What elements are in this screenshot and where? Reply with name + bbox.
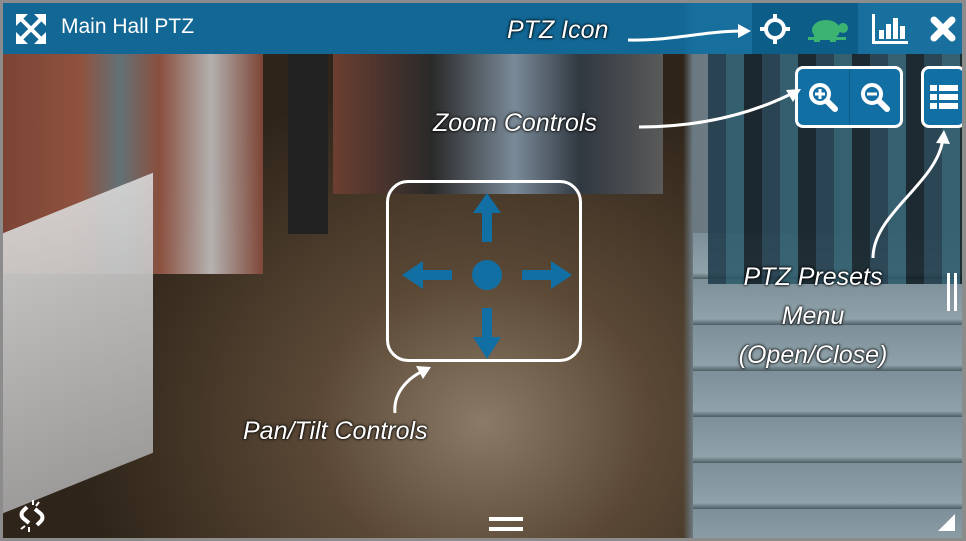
list-icon [929,85,958,109]
close-icon [930,16,955,41]
stats-button[interactable] [865,3,915,54]
expand-arrows-icon [16,13,46,44]
crosshair-icon [759,13,790,44]
resize-corner[interactable] [938,514,955,531]
presets-menu-button[interactable] [921,66,962,128]
bar-chart-icon [872,13,908,44]
zoom-controls [795,66,903,128]
pan-tilt-center [472,260,502,290]
white-wall [3,172,153,514]
window-column [288,54,328,234]
zoom-in-button[interactable] [798,69,850,125]
annotation-presets-line2: Menu [781,302,845,330]
zoom-out-icon [860,83,890,112]
pan-tilt-arrows-icon [402,193,572,359]
close-button[interactable] [925,3,960,54]
zoom-out-button[interactable] [850,69,901,125]
tilt-up-arrow [473,193,501,242]
annotation-presets-line1: PTZ Presets [743,263,883,291]
title-bar: Main Hall PTZ [3,3,962,54]
turtle-icon [807,19,848,42]
camera-title: Main Hall PTZ [61,15,195,38]
pan-tilt-controls[interactable] [386,180,582,362]
annotation-presets-line3: (Open/Close) [738,341,888,369]
annotation-presets: PTZ Presets Menu (Open/Close) [728,258,898,375]
arrow-pan-tilt [393,369,424,414]
annotation-zoom-controls: Zoom Controls [433,109,597,137]
unlink-icon [19,500,45,532]
camera-feed: Main Hall PTZ [3,3,962,538]
speed-button[interactable] [797,3,858,54]
resize-handle-right[interactable] [947,273,957,311]
fullscreen-button[interactable] [13,3,49,54]
zoom-in-icon [809,83,839,112]
hallway-far [333,54,663,194]
annotation-pan-tilt: Pan/Tilt Controls [243,417,428,445]
pan-right-arrow [522,261,572,289]
drawer-handle-bottom[interactable] [489,517,523,531]
annotation-ptz-icon: PTZ Icon [507,16,609,44]
unlink-button[interactable] [15,499,49,533]
ptz-button[interactable] [752,3,797,54]
tilt-down-arrow [473,308,501,359]
pan-left-arrow [402,261,452,289]
